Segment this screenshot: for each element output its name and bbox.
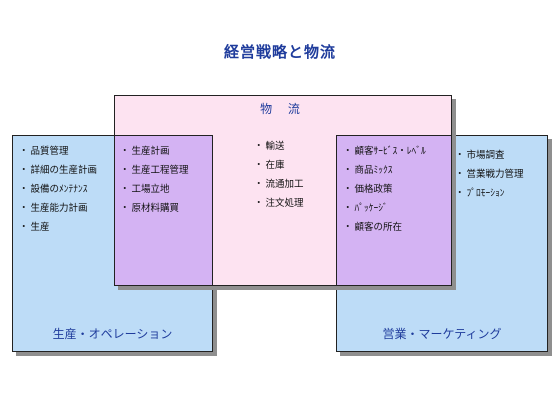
production-operations-title: 生産・オペレーション [52, 327, 173, 341]
list-item: 市場調査 [455, 146, 524, 165]
list-item: ﾌﾟﾛﾓｰｼｮﾝ [455, 184, 524, 203]
list-item: 営業戦力管理 [455, 165, 524, 184]
list-item: 生産能力計画 [19, 199, 97, 218]
logistics-title: 物 流 [260, 102, 306, 116]
list-item: 生産 [19, 218, 97, 237]
sales-marketing-list: 市場調査 営業戦力管理 ﾌﾟﾛﾓｰｼｮﾝ [455, 146, 524, 203]
production-logistics-list: 生産計画 生産工程管理 工場立地 原材料購買 [120, 142, 189, 218]
list-item: 顧客ｻｰﾋﾞｽ・ﾚﾍﾞﾙ [343, 142, 426, 161]
list-item: 生産計画 [120, 142, 189, 161]
marketing-logistics-list: 顧客ｻｰﾋﾞｽ・ﾚﾍﾞﾙ 商品ﾐｯｸｽ 価格政策 ﾊﾟｯｹｰｼﾞ 顧客の所在 [343, 142, 426, 237]
list-item: 注文処理 [254, 194, 304, 213]
list-item: 流通加工 [254, 175, 304, 194]
logistics-list: 輸送 在庫 流通加工 注文処理 [254, 137, 304, 213]
list-item: 在庫 [254, 156, 304, 175]
list-item: 商品ﾐｯｸｽ [343, 161, 426, 180]
list-item: 原材料購買 [120, 199, 189, 218]
list-item: ﾊﾟｯｹｰｼﾞ [343, 199, 426, 218]
list-item: 価格政策 [343, 180, 426, 199]
production-operations-list: 品質管理 詳細の生産計画 設備のﾒﾝﾃﾅﾝｽ 生産能力計画 生産 [19, 142, 98, 237]
list-item: 生産工程管理 [120, 161, 189, 180]
page-title: 経営戦略と物流 [223, 43, 336, 61]
sales-marketing-title: 営業・マーケティング [382, 327, 502, 341]
list-item: 工場立地 [120, 180, 189, 199]
list-item: 顧客の所在 [343, 218, 426, 237]
list-item: 輸送 [254, 137, 304, 156]
list-item: 設備のﾒﾝﾃﾅﾝｽ [19, 180, 97, 199]
list-item: 品質管理 [19, 142, 97, 161]
list-item: 詳細の生産計画 [19, 161, 98, 180]
